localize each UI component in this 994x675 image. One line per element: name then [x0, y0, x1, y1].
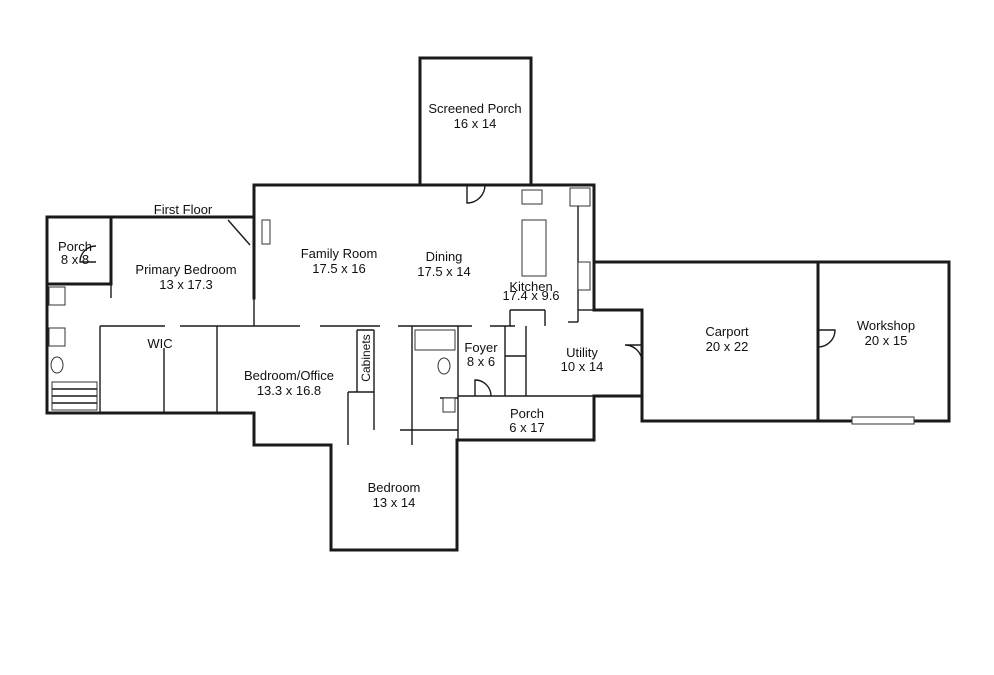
room-family-room-dims: 17.5 x 16: [312, 261, 366, 276]
room-porch-nw-name: Porch: [58, 239, 92, 254]
doors: [79, 184, 915, 425]
room-dining-dims: 17.5 x 14: [417, 264, 471, 279]
room-primary-bedroom-dims: 13 x 17.3: [159, 277, 213, 292]
room-bedroom-name: Bedroom: [368, 480, 421, 495]
room-utility-dims: 10 x 14: [561, 359, 604, 374]
room-wic-name: WIC: [147, 336, 172, 351]
room-carport-name: Carport: [705, 324, 749, 339]
exterior-walls: [45, 56, 951, 552]
room-bedroom-dims: 13 x 14: [373, 495, 416, 510]
floor-label: First Floor: [154, 202, 213, 217]
room-workshop-dims: 20 x 15: [865, 333, 908, 348]
room-utility-name: Utility: [566, 345, 598, 360]
cabinets-label: Cabinets: [359, 334, 373, 381]
room-porch-nw-dims: 8 x 8: [61, 252, 89, 267]
room-workshop-name: Workshop: [857, 318, 915, 333]
room-family-room-name: Family Room: [301, 246, 378, 261]
labels: First Floor Screened Porch 16 x 14 Porch…: [58, 101, 915, 510]
room-foyer-dims: 8 x 6: [467, 354, 495, 369]
room-screened-porch-name: Screened Porch: [428, 101, 521, 116]
fixtures: [48, 187, 591, 413]
room-carport-dims: 20 x 22: [706, 339, 749, 354]
room-screened-porch-dims: 16 x 14: [454, 116, 497, 131]
room-porch-front-dims: 6 x 17: [509, 420, 544, 435]
room-bedroom-office-dims: 13.3 x 16.8: [257, 383, 321, 398]
room-porch-front-name: Porch: [510, 406, 544, 421]
room-dining-name: Dining: [426, 249, 463, 264]
room-primary-bedroom-name: Primary Bedroom: [135, 262, 236, 277]
room-kitchen-dims: 17.4 x 9.6: [502, 288, 559, 303]
room-foyer-name: Foyer: [464, 340, 498, 355]
room-kitchen-name: Kitchen: [509, 279, 552, 294]
interior-walls: [99, 205, 594, 445]
room-bedroom-office-name: Bedroom/Office: [244, 368, 334, 383]
